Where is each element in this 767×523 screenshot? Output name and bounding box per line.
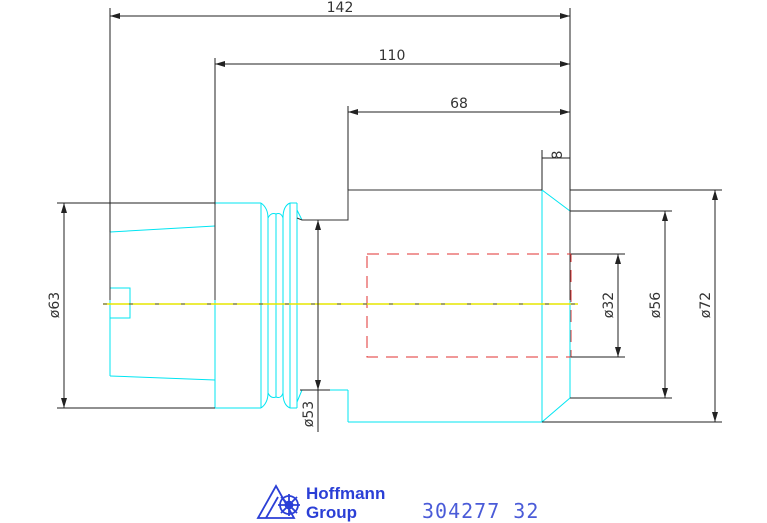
- arrowheads: [61, 13, 718, 422]
- dimension-lines: [57, 8, 722, 432]
- brand-name-line2: Group: [306, 503, 357, 522]
- profile-edges: [109, 189, 571, 300]
- dim-total-length: 142: [327, 0, 354, 16]
- dim-neck-diameter: ø53: [301, 401, 317, 427]
- brand-name-line1: Hoffmann: [306, 484, 385, 503]
- dim-chamfer-length: 8: [550, 151, 566, 160]
- dim-bore-diameter: ø32: [601, 292, 617, 318]
- hidden-bore: [366, 253, 572, 358]
- dim-shank-diameter: ø63: [47, 292, 63, 318]
- part-outline: [109, 189, 571, 423]
- dim-head-diameter: ø72: [698, 292, 714, 318]
- part-number: 304277 32: [422, 499, 539, 523]
- dim-face-diameter: ø56: [648, 292, 664, 318]
- hoffmann-logo-icon: [256, 484, 300, 519]
- dim-body-length: 110: [379, 48, 406, 64]
- dim-head-length: 68: [450, 96, 468, 112]
